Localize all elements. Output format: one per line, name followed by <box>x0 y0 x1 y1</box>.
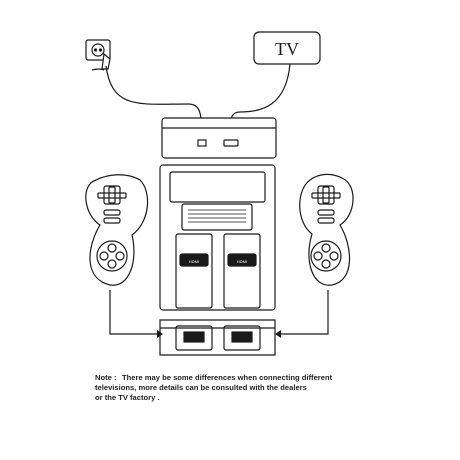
controller-port-b-icon <box>227 253 257 267</box>
note-line: or the TV factory . <box>95 393 160 402</box>
face-buttons-icon <box>96 240 128 272</box>
controller-port-a-icon <box>179 253 209 267</box>
start-button-icon <box>317 217 335 224</box>
console-front-view <box>159 319 276 356</box>
hdmi-port-icon <box>223 139 239 147</box>
note-line: televisions, more details can be consult… <box>95 383 307 392</box>
left-controller <box>85 174 149 286</box>
start-button-icon <box>103 217 121 224</box>
tv-label: TV <box>275 39 299 59</box>
dpad-icon <box>311 185 341 205</box>
arrow-icon <box>157 330 163 338</box>
power-port-icon <box>197 139 207 147</box>
face-buttons-icon <box>310 240 342 272</box>
power-cable <box>105 65 203 141</box>
front-port-a-icon <box>183 331 205 343</box>
console-main-unit: HDMI HDMI <box>159 164 276 311</box>
note-label: Note : <box>95 373 117 382</box>
console-rear-view <box>161 117 277 159</box>
power-outlet-icon <box>85 39 111 71</box>
dpad-icon <box>97 185 127 205</box>
port-b-label: HDMI <box>237 259 247 264</box>
select-button-icon <box>103 209 121 216</box>
front-port-b-icon <box>231 331 253 343</box>
cartridge-slot-icon <box>181 203 253 231</box>
note-line: There may be some differences when conne… <box>122 373 333 382</box>
port-a-label: HDMI <box>189 259 199 264</box>
select-button-icon <box>317 209 335 216</box>
left-controller-cable <box>109 290 157 335</box>
note-text: There may be some differences when conne… <box>95 373 382 403</box>
arrow-icon <box>275 330 281 338</box>
tv-box: TV <box>253 31 321 65</box>
right-controller <box>299 173 354 286</box>
right-controller-cable <box>281 290 329 335</box>
